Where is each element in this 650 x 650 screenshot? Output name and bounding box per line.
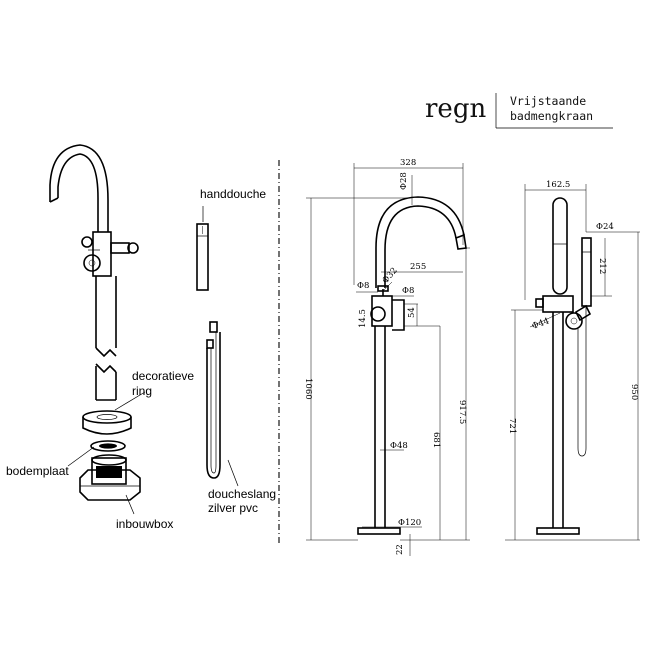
dim-d120: Φ120 bbox=[398, 518, 421, 528]
left-knob bbox=[81, 236, 93, 248]
label-handdouche: handdouche bbox=[200, 187, 266, 201]
side-base-plate bbox=[536, 527, 580, 535]
side-mixer-body bbox=[542, 295, 574, 313]
title-line-1: Vrijstaande bbox=[510, 94, 586, 108]
side-handshower bbox=[581, 237, 592, 307]
dim-681: 681 bbox=[431, 432, 441, 448]
box-cylinder bbox=[91, 457, 127, 485]
decorative-ring-hole bbox=[96, 414, 118, 420]
dim-917-5: 917.5 bbox=[457, 400, 467, 424]
decorative-ring-top bbox=[82, 410, 132, 424]
decorative-ring-side bbox=[82, 417, 132, 435]
dim-255: 255 bbox=[410, 262, 426, 272]
title-line-2: badmengkraan bbox=[510, 109, 593, 123]
dim-d44: Φ44 bbox=[531, 316, 551, 331]
dim-d32: Φ32 bbox=[381, 266, 400, 286]
title-block: regn Vrijstaande badmengkraan bbox=[425, 93, 613, 129]
dim-212: 212 bbox=[597, 258, 607, 274]
shower-handle bbox=[196, 223, 209, 291]
dim-d44-line bbox=[529, 312, 561, 328]
leader-ring bbox=[114, 391, 146, 411]
hose-loop-outer bbox=[206, 332, 221, 479]
front-spout-outer bbox=[375, 196, 465, 288]
dim-54: 54 bbox=[407, 307, 417, 318]
dim-162-5: 162.5 bbox=[546, 180, 570, 190]
side-hose-nut bbox=[565, 312, 583, 330]
leader-hose bbox=[227, 459, 239, 487]
leader-box bbox=[125, 494, 135, 515]
spout-outer bbox=[49, 144, 109, 232]
label-bodemplaat: bodemplaat bbox=[6, 464, 69, 478]
dim-328: 328 bbox=[400, 158, 416, 168]
shower-hose: doucheslang zilver pvc bbox=[206, 321, 276, 515]
mixer-handle bbox=[83, 254, 101, 272]
dim-14-5: 14.5 bbox=[358, 309, 368, 328]
spout-inner bbox=[57, 153, 99, 232]
hose-end-side bbox=[206, 339, 214, 349]
dim-d8-left: Φ8 bbox=[357, 281, 369, 291]
front-view: 328 Φ28 255 Φ8 Φ32 Φ8 14.5 54 bbox=[303, 158, 470, 556]
dim-d8-right: Φ8 bbox=[402, 286, 414, 296]
dim-22: 22 bbox=[395, 544, 405, 555]
hose-end-top bbox=[209, 321, 218, 333]
pipe-break-top bbox=[95, 347, 117, 358]
dim-721: 721 bbox=[507, 418, 517, 434]
dim-950: 950 bbox=[629, 384, 639, 400]
exploded-faucet: decoratieve ring bodemplaat inbouwbox bbox=[6, 144, 194, 531]
dim-d32-line bbox=[383, 281, 393, 291]
label-zilver-pvc: zilver pvc bbox=[208, 501, 258, 515]
label-decoratieve-ring-2: ring bbox=[132, 384, 152, 398]
brand-logo: regn bbox=[425, 94, 486, 124]
front-spout-tip bbox=[455, 233, 467, 250]
box-shadow bbox=[96, 466, 122, 478]
bottom-plate-hole bbox=[99, 443, 117, 449]
label-inbouwbox: inbouwbox bbox=[116, 517, 173, 531]
side-view: 162.5 Φ24 212 Φ44 721 950 bbox=[505, 180, 640, 541]
side-hose bbox=[577, 306, 587, 457]
front-base-plate bbox=[357, 527, 401, 535]
hose-connector bbox=[110, 242, 130, 254]
dim-1060: 1060 bbox=[303, 378, 313, 400]
side-holder bbox=[574, 304, 592, 322]
side-spout bbox=[552, 197, 568, 295]
front-mixer-body bbox=[371, 295, 393, 327]
dim-d24: Φ24 bbox=[596, 222, 614, 232]
mixer-handle-center bbox=[88, 259, 96, 267]
dim-d28: Φ28 bbox=[399, 172, 409, 190]
bottom-plate bbox=[90, 440, 126, 452]
mixer-body bbox=[92, 231, 112, 277]
side-knob bbox=[535, 298, 544, 308]
hose-loop-inner bbox=[210, 332, 217, 474]
box-top bbox=[91, 454, 127, 466]
hand-shower: handdouche bbox=[196, 187, 266, 291]
front-outlet bbox=[392, 299, 405, 331]
dim-d48: Φ48 bbox=[390, 441, 408, 451]
side-hose-nut-center bbox=[570, 317, 578, 325]
hose-connector-nut bbox=[127, 242, 139, 254]
front-spout-inner bbox=[384, 205, 457, 288]
front-handle bbox=[370, 306, 386, 322]
leader-plate bbox=[67, 446, 95, 467]
label-decoratieve-ring-1: decoratieve bbox=[132, 369, 194, 383]
spout-tip bbox=[49, 197, 59, 203]
mounting-box bbox=[79, 454, 141, 501]
front-knob-cap bbox=[377, 285, 389, 292]
pipe-break-bottom bbox=[95, 363, 117, 374]
label-doucheslang: doucheslang bbox=[208, 487, 276, 501]
